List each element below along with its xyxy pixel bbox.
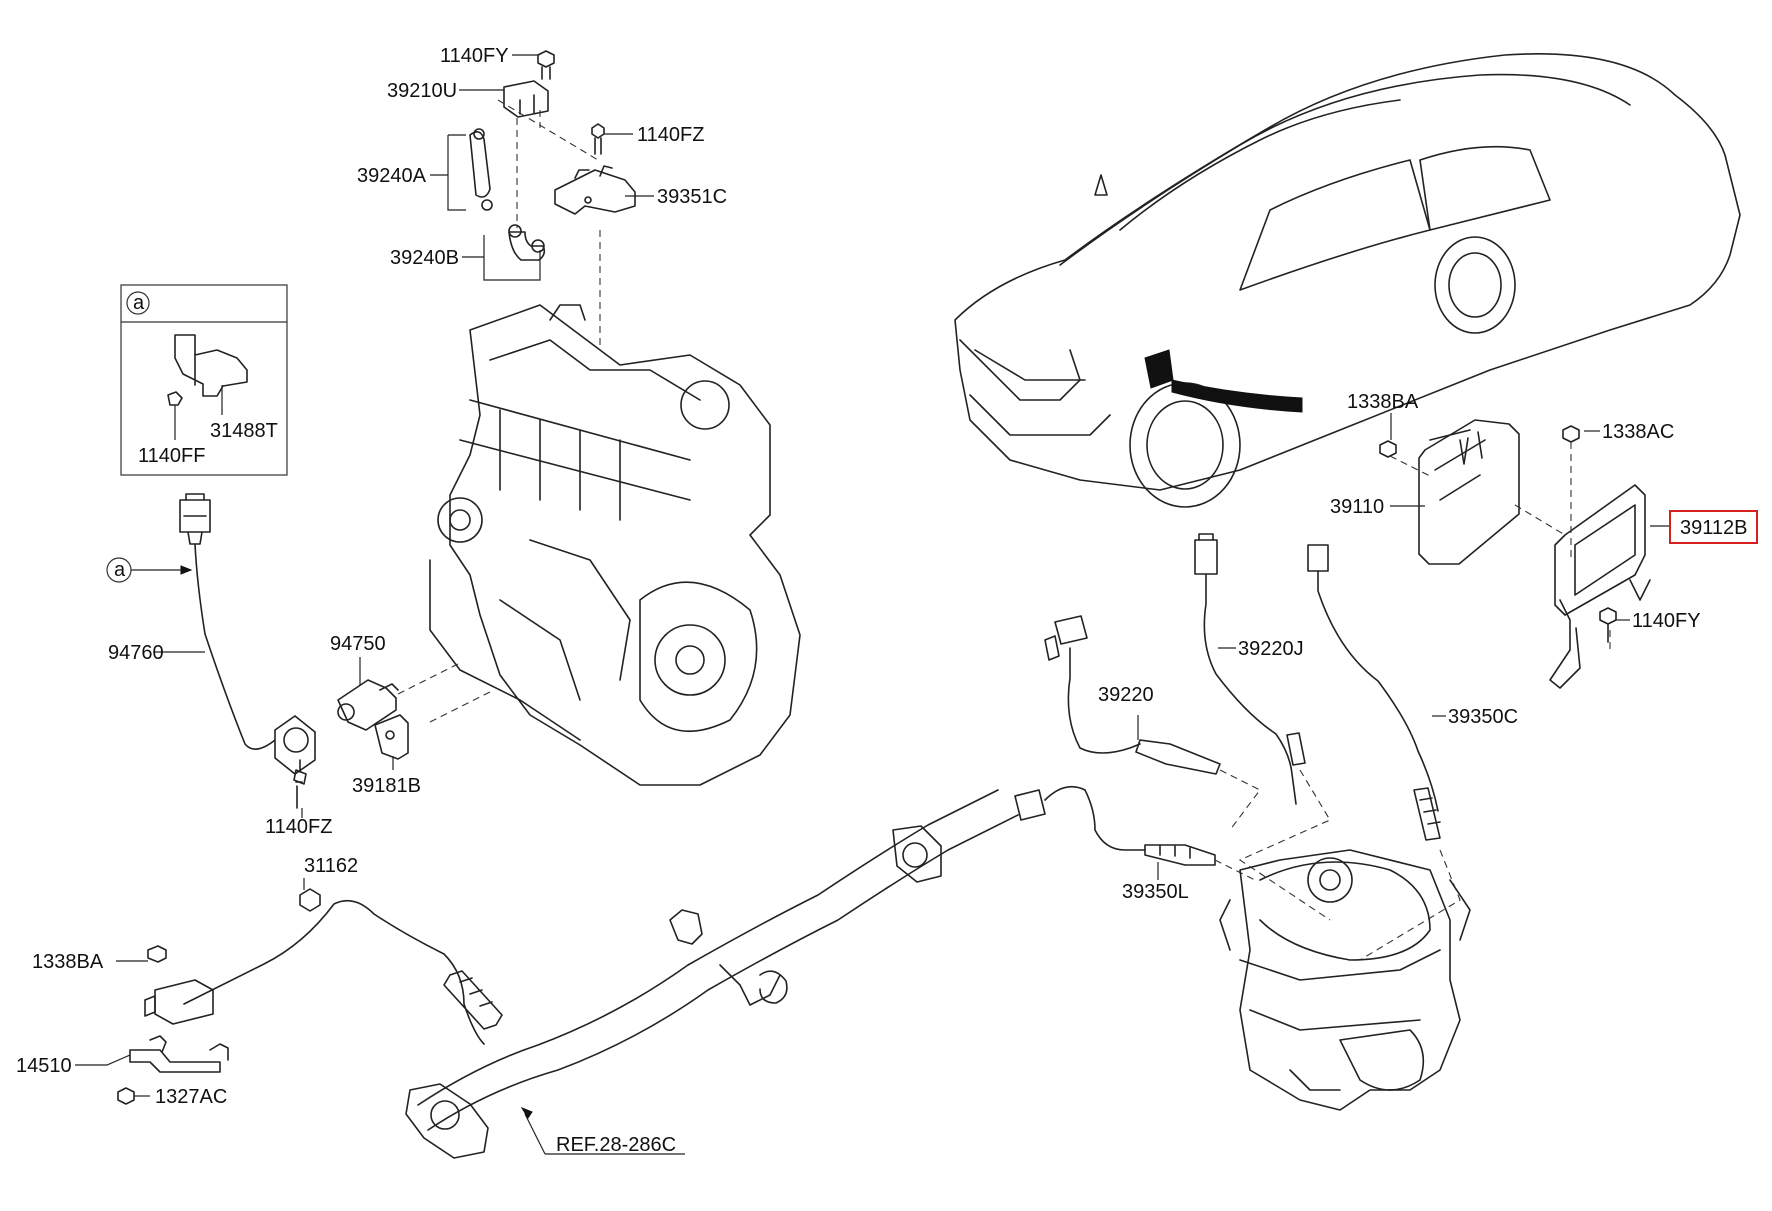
ecu-39110 xyxy=(1379,419,1566,565)
label-39350L[interactable]: 39350L xyxy=(1122,881,1189,903)
vehicle-illustration xyxy=(954,53,1741,508)
o2-sensor-31162 xyxy=(144,888,503,1045)
exhaust-pipe xyxy=(405,789,1019,1159)
label-1140FF[interactable]: 1140FF xyxy=(138,445,205,467)
label-39112B[interactable]: 39112B xyxy=(1680,517,1747,539)
label-1140FY-top[interactable]: 1140FY xyxy=(440,45,509,67)
label-1140FY-right[interactable]: 1140FY xyxy=(1632,610,1701,632)
engine-block xyxy=(429,304,801,786)
label-31162[interactable]: 31162 xyxy=(304,855,358,877)
highlight-box-39112B xyxy=(1669,510,1758,544)
label-39210U[interactable]: 39210U xyxy=(387,80,457,102)
callout-a xyxy=(106,557,193,583)
label-1338AC[interactable]: 1338AC xyxy=(1602,421,1674,443)
label-39240A[interactable]: 39240A xyxy=(357,165,427,187)
sensor-94750 xyxy=(337,663,491,760)
label-39220J[interactable]: 39220J xyxy=(1238,638,1304,660)
label-31488T[interactable]: 31488T xyxy=(210,420,278,442)
bracket-14510 xyxy=(117,945,229,1105)
label-39240B[interactable]: 39240B xyxy=(390,247,459,269)
label-1338BA-right[interactable]: 1338BA xyxy=(1347,391,1419,413)
label-1140FZ-bottom[interactable]: 1140FZ xyxy=(265,816,332,838)
o2-sensor-39220 xyxy=(1044,615,1261,831)
label-14510[interactable]: 14510 xyxy=(16,1055,72,1077)
label-1327AC[interactable]: 1327AC xyxy=(155,1086,227,1108)
o2-sensor-39350L xyxy=(1014,785,1256,881)
part-labels: 1140FY 39210U 1140FZ 39240A 39351C 39240… xyxy=(16,45,1747,1156)
catalytic-converter xyxy=(1219,849,1471,1111)
inset-marker-a: a xyxy=(133,292,145,314)
sensor-94760 xyxy=(179,493,316,809)
label-39220[interactable]: 39220 xyxy=(1098,684,1154,706)
top-bracket-assembly xyxy=(469,50,636,350)
bracket-39112B xyxy=(1549,425,1651,689)
leader-lines xyxy=(75,54,1670,1155)
o2-sensor-39220J xyxy=(1194,533,1331,921)
label-94760[interactable]: 94760 xyxy=(108,642,164,664)
label-1140FZ-top[interactable]: 1140FZ xyxy=(637,124,704,146)
label-39351C[interactable]: 39351C xyxy=(657,186,727,208)
label-94750[interactable]: 94750 xyxy=(330,633,386,655)
label-ref-28-286C[interactable]: REF.28-286C xyxy=(556,1134,676,1156)
callout-a-marker: a xyxy=(114,559,126,581)
label-39350C[interactable]: 39350C xyxy=(1448,706,1518,728)
label-39110[interactable]: 39110 xyxy=(1330,496,1384,518)
inset-box-a xyxy=(120,284,288,476)
label-39181B[interactable]: 39181B xyxy=(352,775,421,797)
o2-sensor-39350C xyxy=(1307,544,1461,961)
label-1338BA-left[interactable]: 1338BA xyxy=(32,951,104,973)
